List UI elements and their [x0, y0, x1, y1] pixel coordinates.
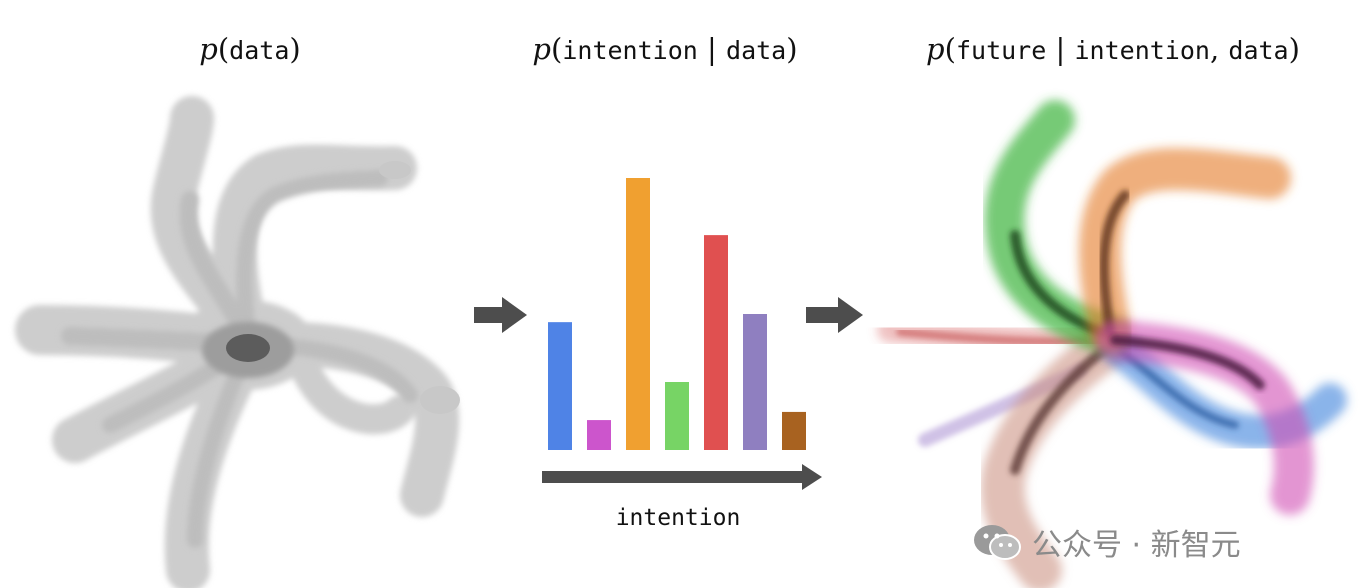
- title-given-bar: |: [1046, 32, 1075, 66]
- intention-bar-1: [548, 322, 572, 450]
- arrow-right-icon: [474, 297, 527, 333]
- title-arg-data: data: [229, 36, 290, 65]
- intention-bar-3: [626, 178, 650, 450]
- data-density-blob: [15, 96, 460, 588]
- title-paren-close: ): [1288, 32, 1300, 66]
- title-p: p: [532, 32, 552, 66]
- title-arg-intention: intention: [562, 36, 698, 65]
- intention-bar-5: [704, 235, 728, 450]
- title-comma: ,: [1209, 32, 1229, 66]
- title-given-bar: |: [697, 32, 727, 66]
- intention-bar-chart: [548, 178, 806, 450]
- intention-bar-2: [587, 420, 611, 450]
- title-arg-intention: intention: [1074, 36, 1210, 65]
- title-data-distribution: p(data): [199, 32, 300, 66]
- intention-bar-7: [782, 411, 806, 450]
- title-arg-future: future: [955, 36, 1047, 65]
- future-trajectories: [877, 100, 1347, 588]
- trajectory-orange: [1079, 148, 1291, 351]
- title-paren-open: (: [944, 32, 956, 66]
- title-arg-data: data: [1228, 36, 1289, 65]
- trajectory-brown: [980, 323, 1132, 588]
- trajectory-pink: [1095, 320, 1314, 515]
- wechat-icon: [974, 525, 1021, 560]
- intention-axis-arrow: [542, 464, 822, 490]
- title-arg-data: data: [726, 36, 787, 65]
- arrow-right-icon: [806, 297, 863, 333]
- title-paren-close: ): [786, 32, 798, 66]
- title-paren-open: (: [551, 32, 563, 66]
- title-paren-open: (: [217, 32, 230, 66]
- title-future-distribution: p(future | intention, data): [926, 32, 1300, 66]
- title-p: p: [199, 32, 218, 66]
- title-paren-close: ): [289, 32, 301, 66]
- watermark: 公众号 · 新智元: [972, 520, 1241, 564]
- intention-bar-6: [743, 314, 767, 450]
- intention-bar-4: [665, 382, 689, 450]
- watermark-text: 公众号 · 新智元: [1032, 528, 1241, 563]
- intention-axis-label: intention: [615, 505, 741, 531]
- title-p: p: [926, 32, 945, 66]
- title-intention-distribution: p(intention | data): [532, 32, 797, 66]
